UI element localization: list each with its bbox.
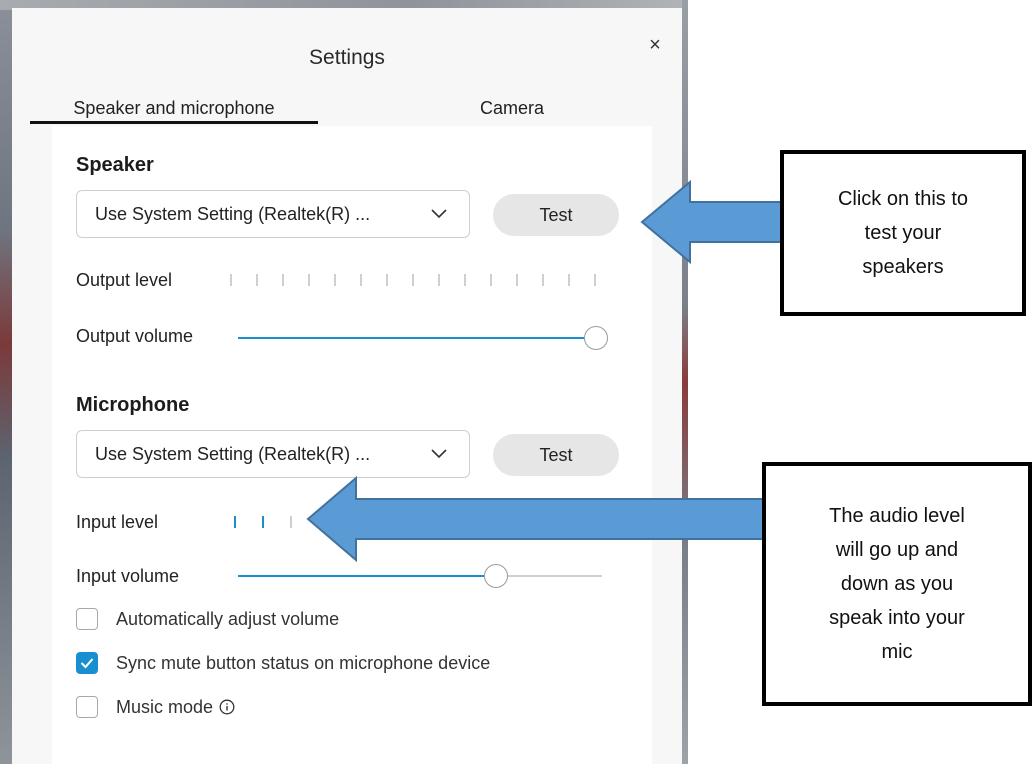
checkmark-icon [80, 658, 94, 669]
dialog-title: Settings [309, 46, 385, 69]
auto-adjust-volume-checkbox[interactable] [76, 608, 98, 630]
input-volume-fill [238, 575, 497, 577]
input-volume-handle[interactable] [484, 564, 509, 588]
sync-mute-option[interactable]: Sync mute button status on microphone de… [76, 650, 490, 676]
level-tick [516, 274, 518, 286]
callout-audio-level: The audio level will go up and down as y… [762, 462, 1032, 706]
microphone-device-select[interactable]: Use System Setting (Realtek(R) ... [76, 430, 470, 478]
level-tick [360, 274, 362, 286]
level-tick [438, 274, 440, 286]
speaker-device-select[interactable]: Use System Setting (Realtek(R) ... [76, 190, 470, 238]
level-tick [308, 274, 310, 286]
level-tick [542, 274, 544, 286]
level-tick [290, 516, 292, 528]
input-volume-label: Input volume [76, 566, 180, 586]
microphone-test-button[interactable]: Test [493, 434, 619, 476]
level-tick [262, 516, 264, 528]
microphone-section-title: Microphone [76, 394, 190, 416]
settings-tabs: Speaker and microphone Camera [12, 94, 682, 126]
output-level-meter [230, 274, 610, 290]
sync-mute-checkbox[interactable] [76, 652, 98, 674]
left-arrow-icon [640, 180, 789, 264]
callout-test-speakers-line-2: test your [864, 222, 942, 244]
level-tick [234, 516, 236, 528]
background-photo-top [0, 0, 686, 10]
chevron-down-icon [431, 191, 447, 237]
background-photo-left [0, 0, 12, 764]
input-level-meter [234, 516, 314, 532]
level-tick [230, 274, 232, 286]
input-level-label: Input level [76, 512, 159, 532]
tab-speaker-and-microphone[interactable]: Speaker and microphone [30, 94, 318, 124]
output-volume-label: Output volume [76, 326, 194, 346]
settings-panel: Speaker Use System Setting (Realtek(R) .… [52, 126, 652, 764]
input-volume-slider[interactable] [238, 564, 602, 588]
info-icon[interactable] [219, 699, 235, 715]
sync-mute-label: Sync mute button status on microphone de… [116, 652, 491, 673]
callout-test-speakers-line-3: speakers [862, 256, 944, 278]
callout-audio-level-line-1: The audio level [829, 505, 965, 527]
callout-audio-level-line-4: speak into your [829, 607, 965, 629]
speaker-device-value: Use System Setting (Realtek(R) ... [95, 204, 371, 224]
level-tick [412, 274, 414, 286]
level-tick [568, 274, 570, 286]
callout-audio-level-line-2: will go up and [835, 539, 959, 561]
output-volume-handle[interactable] [584, 326, 608, 350]
callout-audio-level-line-3: down as you [840, 573, 954, 595]
speaker-test-button[interactable]: Test [493, 194, 619, 236]
level-tick [490, 274, 492, 286]
level-tick [464, 274, 466, 286]
music-mode-checkbox[interactable] [76, 696, 98, 718]
background-photo-right [682, 0, 688, 764]
output-volume-fill [238, 337, 596, 339]
output-level-label: Output level [76, 270, 173, 290]
level-tick [282, 274, 284, 286]
level-tick [386, 274, 388, 286]
music-mode-option[interactable]: Music mode [76, 694, 235, 720]
callout-audio-level-line-5: mic [881, 641, 913, 663]
speaker-section-title: Speaker [76, 154, 154, 176]
auto-adjust-volume-option[interactable]: Automatically adjust volume [76, 606, 339, 632]
tab-camera[interactable]: Camera [479, 98, 545, 118]
callout-test-speakers-line-1: Click on this to [837, 188, 969, 210]
chevron-down-icon [431, 431, 447, 477]
music-mode-label: Music mode [116, 696, 214, 717]
level-tick [334, 274, 336, 286]
settings-dialog: Settings × Speaker and microphone Camera… [12, 8, 682, 764]
close-icon[interactable]: × [649, 34, 661, 56]
microphone-device-value: Use System Setting (Realtek(R) ... [95, 444, 371, 464]
left-arrow-icon [306, 476, 767, 562]
level-tick [256, 274, 258, 286]
callout-test-speakers: Click on this to test your speakers [780, 150, 1026, 316]
level-tick [594, 274, 596, 286]
output-volume-slider[interactable] [238, 326, 608, 350]
auto-adjust-volume-label: Automatically adjust volume [116, 608, 340, 629]
